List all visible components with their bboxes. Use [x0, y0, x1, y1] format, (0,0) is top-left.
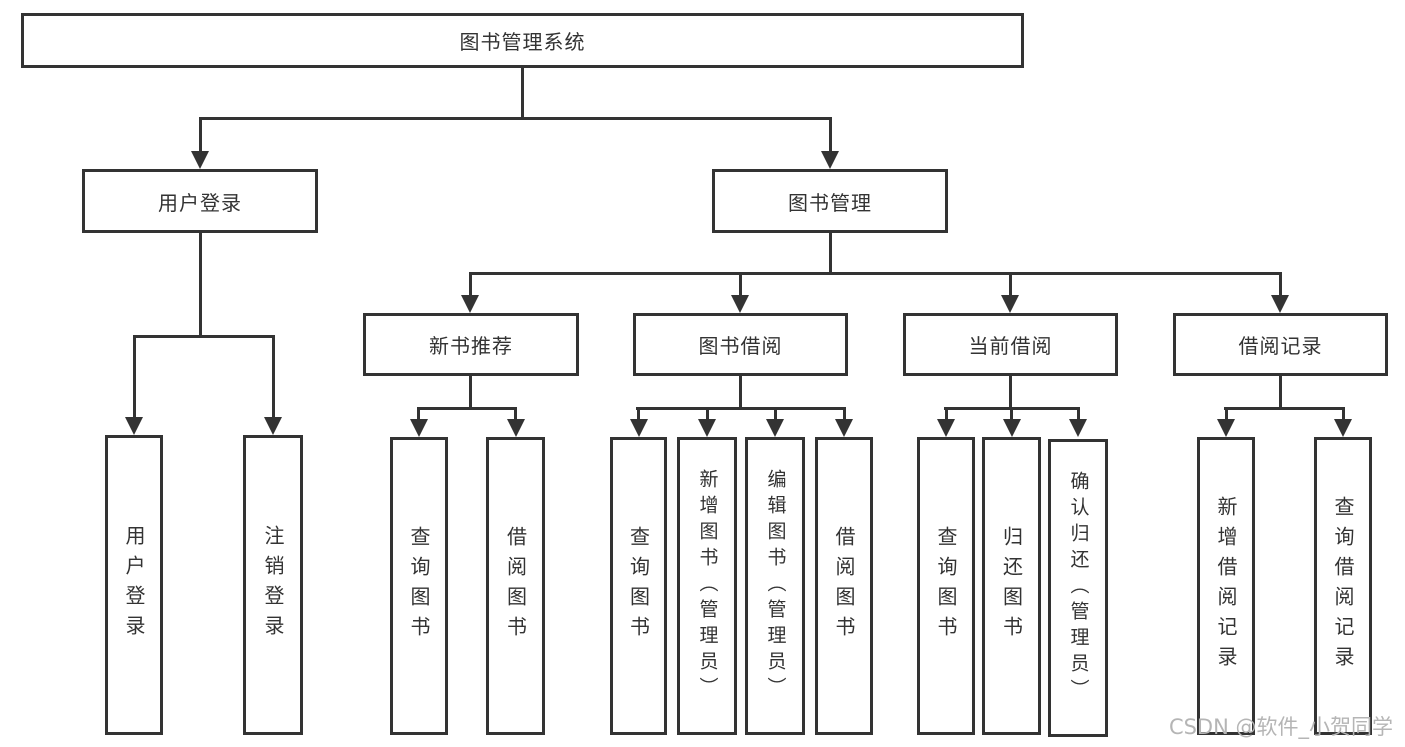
connector-drop [945, 407, 948, 421]
connector-group-rail [1224, 407, 1345, 410]
arrow-to-leaf [1217, 419, 1235, 437]
arrow-to-leaf [507, 419, 525, 437]
connector-group-stem [1279, 376, 1282, 407]
connector-drop [1077, 407, 1080, 421]
connector-drop [774, 407, 777, 421]
arrow-to-borrow-record [1271, 295, 1289, 313]
connector-manage-drop [829, 117, 832, 155]
arrow-to-current-borrow [1001, 295, 1019, 313]
arrow-to-leaf [410, 419, 428, 437]
arrow-to-leaf [1003, 419, 1021, 437]
connector-drop [133, 335, 136, 419]
connector-drop [469, 272, 472, 296]
leaf-confirm-return-admin: 确认归还（管理员） [1048, 439, 1108, 737]
connector-drop [514, 407, 517, 421]
node-book-manage: 图书管理 [712, 169, 948, 233]
connector-drop [1225, 407, 1228, 421]
arrow-to-leaf [1334, 419, 1352, 437]
leaf-borrow-book: 借阅图书 [815, 437, 873, 735]
arrow-to-leaf-logout [264, 417, 282, 435]
leaf-edit-book-admin: 编辑图书（管理员） [745, 437, 805, 735]
leaf-query-book: 查询图书 [610, 437, 667, 735]
connector-group-stem [1009, 376, 1012, 407]
connector-drop [739, 272, 742, 296]
node-root: 图书管理系统 [21, 13, 1024, 68]
node-user-login: 用户登录 [82, 169, 318, 233]
node-book-borrow: 图书借阅 [633, 313, 848, 376]
node-current-borrow: 当前借阅 [903, 313, 1118, 376]
connector-drop [1279, 272, 1282, 296]
connector-drop [1010, 407, 1013, 421]
arrow-to-book-manage [821, 151, 839, 169]
arrow-to-leaf [698, 419, 716, 437]
connector-drop [1009, 272, 1012, 296]
connector-drop [843, 407, 846, 421]
connector-login-drop [199, 117, 202, 155]
connector-drop [1342, 407, 1345, 421]
node-new-book-recommend: 新书推荐 [363, 313, 579, 376]
connector-drop [417, 407, 420, 421]
arrow-to-leaf [766, 419, 784, 437]
leaf-query-book: 查询图书 [390, 437, 448, 735]
arrow-to-user-login [191, 151, 209, 169]
connector-group-stem [739, 376, 742, 407]
arrow-to-leaf [835, 419, 853, 437]
connector-root-stem [521, 68, 524, 118]
leaf-borrow-book: 借阅图书 [486, 437, 545, 735]
leaf-logout: 注销登录 [243, 435, 303, 735]
leaf-query-borrow-record: 查询借阅记录 [1314, 437, 1372, 735]
leaf-add-book-admin: 新增图书（管理员） [677, 437, 737, 735]
connector-group-stem [469, 376, 472, 407]
node-borrow-record: 借阅记录 [1173, 313, 1388, 376]
connector-group-rail [417, 407, 517, 410]
leaf-return-book: 归还图书 [982, 437, 1041, 735]
arrow-to-new-book [461, 295, 479, 313]
connector-drop [706, 407, 709, 421]
arrow-to-leaf [1069, 419, 1087, 437]
arrow-to-leaf-user-login [125, 417, 143, 435]
arrow-to-leaf [937, 419, 955, 437]
connector-level3-rail [469, 272, 1282, 275]
connector-drop [272, 335, 275, 419]
connector-group-rail [636, 407, 846, 410]
connector-drop [637, 407, 640, 421]
connector-login-stem [199, 233, 202, 335]
leaf-user-login: 用户登录 [105, 435, 163, 735]
leaf-add-borrow-record: 新增借阅记录 [1197, 437, 1255, 735]
connector-level2-rail [199, 117, 831, 120]
csdn-watermark: CSDN @软件_小贺同学 [1168, 715, 1393, 739]
arrow-to-leaf [630, 419, 648, 437]
connector-login-rail [133, 335, 275, 338]
arrow-to-book-borrow [731, 295, 749, 313]
leaf-query-book: 查询图书 [917, 437, 975, 735]
connector-manage-stem [829, 233, 832, 272]
